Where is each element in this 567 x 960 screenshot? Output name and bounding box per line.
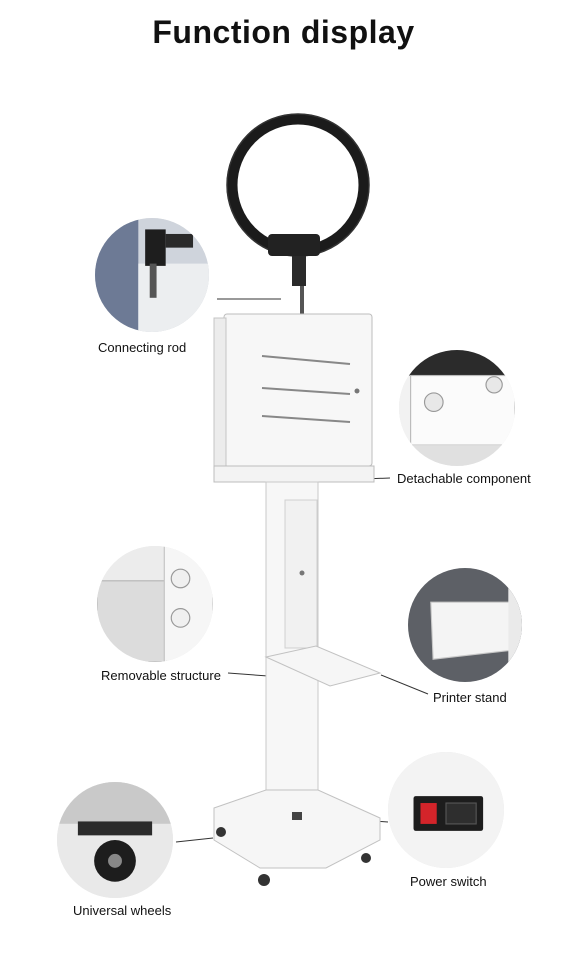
label-connecting-rod: Connecting rod [98, 340, 187, 355]
label-detachable-component: Detachable component [397, 471, 531, 486]
label-printer-stand: Printer stand [433, 690, 507, 705]
universal-wheels-closeup [57, 782, 173, 898]
page-title: Function display [152, 14, 415, 50]
printer-stand-closeup [408, 568, 522, 682]
detachable-component-closeup [399, 350, 515, 466]
removable-structure-closeup [97, 546, 213, 662]
label-removable-structure: Removable structure [101, 668, 221, 683]
label-universal-wheels: Universal wheels [73, 903, 172, 918]
connecting-rod-closeup [95, 218, 209, 332]
label-power-switch: Power switch [410, 874, 487, 889]
power-switch-closeup [388, 752, 504, 868]
